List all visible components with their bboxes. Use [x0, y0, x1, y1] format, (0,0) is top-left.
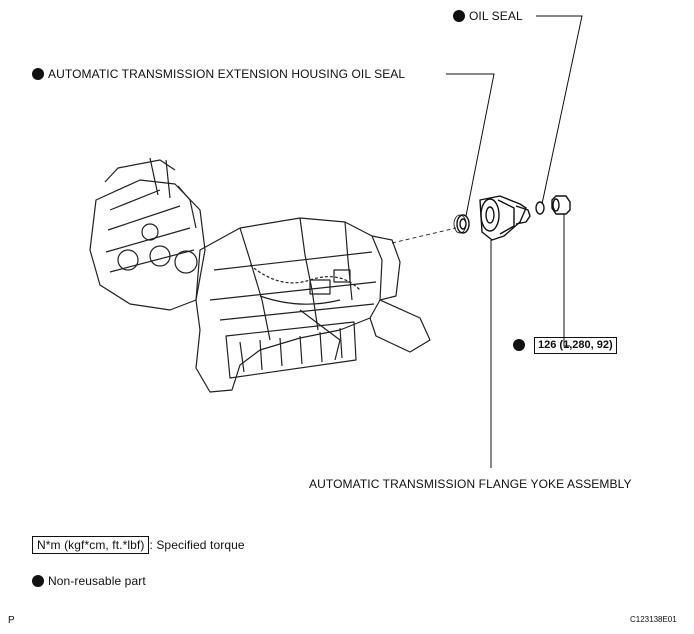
non-reusable-legend-text: Non-reusable part [48, 574, 146, 588]
oil-seal-part [535, 201, 545, 215]
transmission-illustration [89, 157, 431, 393]
non-reusable-icon [513, 339, 525, 351]
torque-value-box: 126 (1,280, 92) [534, 337, 617, 354]
flange-yoke-part [479, 195, 531, 241]
oil-seal-text: OIL SEAL [469, 9, 523, 23]
extension-housing-oil-seal-text: AUTOMATIC TRANSMISSION EXTENSION HOUSING… [48, 67, 406, 81]
page-mark: P [8, 615, 15, 626]
alignment-dashed-line [391, 227, 457, 244]
torque-legend: N*m (kgf*cm, ft.*lbf): Specified torque [32, 536, 245, 554]
non-reusable-icon [32, 68, 44, 80]
flange-yoke-label: AUTOMATIC TRANSMISSION FLANGE YOKE ASSEM… [309, 477, 632, 491]
oil-seal-label: OIL SEAL [453, 9, 523, 23]
non-reusable-legend: Non-reusable part [32, 574, 146, 588]
nut-part [551, 195, 571, 215]
torque-legend-desc: : Specified torque [149, 538, 245, 552]
leader-lines [446, 15, 583, 468]
non-reusable-icon [32, 575, 44, 587]
figure-id: C123138E01 [630, 615, 677, 624]
non-reusable-icon [453, 10, 465, 22]
torque-unit-box: N*m (kgf*cm, ft.*lbf) [32, 536, 150, 554]
extension-housing-oil-seal-label: AUTOMATIC TRANSMISSION EXTENSION HOUSING… [32, 67, 405, 81]
extension-housing-oil-seal-part [453, 214, 470, 234]
